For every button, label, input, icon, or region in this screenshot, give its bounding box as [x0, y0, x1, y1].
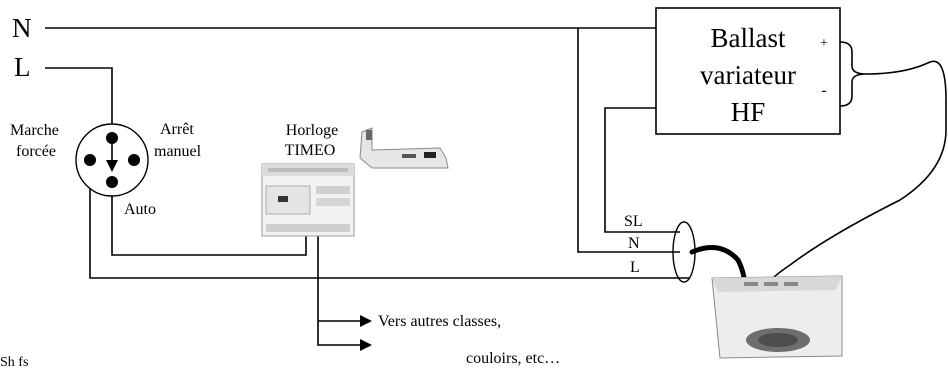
sl-wire — [604, 107, 680, 233]
ballast-output-brace — [839, 41, 867, 107]
live-terminal-label: L — [14, 52, 31, 82]
forced-to-lamp-wire — [89, 160, 690, 279]
live-wire — [45, 67, 113, 125]
neutral-terminal-label: N — [12, 13, 32, 43]
clock-programmer-key-image — [359, 127, 449, 169]
switch-to-clock-wire — [111, 185, 307, 256]
ballast-to-lamp-wire — [757, 60, 947, 301]
ballast-label-2: variateur — [700, 60, 796, 90]
switch-forced-label-1: Marche — [10, 122, 59, 139]
clock-label-1: Horloge — [286, 122, 338, 139]
output-label-2: couloirs, etc… — [466, 350, 560, 367]
conductor-sl-label: SL — [624, 213, 643, 230]
light-fixture-image — [711, 275, 843, 359]
neutral-branch-wire — [577, 28, 680, 253]
corner-fragment-text: Sh fs — [0, 355, 28, 368]
switch-contact-top — [106, 132, 118, 144]
ballast-minus: - — [821, 82, 826, 99]
clock-output-wire — [317, 236, 360, 346]
clock-label-2: TIMEO — [285, 142, 336, 159]
arrow-head-2 — [360, 339, 372, 351]
switch-lever-arrow — [106, 160, 118, 172]
switch-contact-bottom — [106, 176, 118, 188]
ballast-plus: + — [820, 36, 828, 51]
switch-stop-label-1: Arrêt — [160, 121, 194, 138]
arrow-head-1 — [360, 315, 372, 327]
switch-auto-label: Auto — [124, 201, 156, 218]
output-label-1: Vers autres classes, — [378, 313, 501, 330]
ballast-box — [655, 7, 841, 135]
conductor-n-label: N — [628, 235, 640, 252]
switch-contact-left — [84, 154, 96, 166]
ballast-label-1: Ballast — [711, 23, 786, 53]
cable-bundle — [672, 221, 696, 283]
switch-stop-label-2: manuel — [154, 143, 202, 160]
switch-forced-label-2: forcée — [16, 143, 56, 160]
clock-module-image — [261, 163, 355, 237]
ballast-label-3: HF — [731, 97, 766, 127]
switch-contact-right — [128, 154, 140, 166]
conductor-l-label: L — [630, 259, 640, 276]
